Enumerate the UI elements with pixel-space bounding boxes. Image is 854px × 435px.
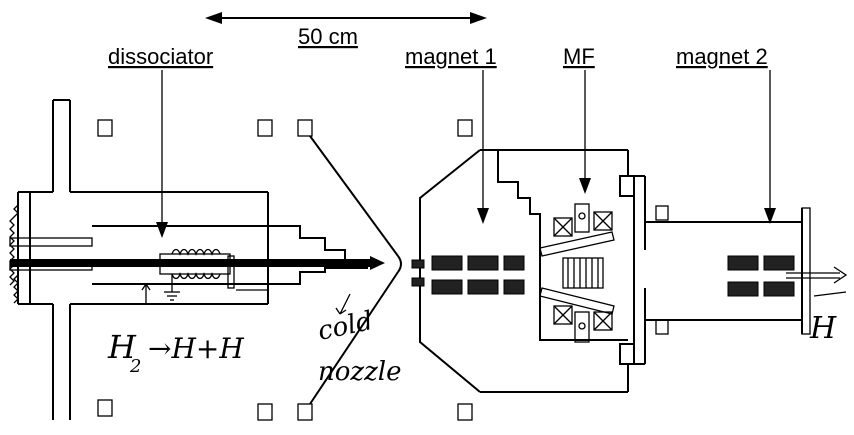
- nozzle-label-line2: nozzle: [318, 357, 402, 387]
- handwritten-annotations: H 2 →H+H cold nozzle H: [107, 282, 847, 387]
- beam-out-label: H: [809, 311, 837, 346]
- reaction-h2: H: [107, 328, 137, 366]
- magnet-chamber: [419, 119, 646, 421]
- rf-coil: [164, 248, 268, 301]
- magnet-1-blocks: [411, 255, 525, 295]
- magnet-2-blocks: [727, 255, 795, 297]
- reaction-subscript: 2: [129, 356, 141, 377]
- label-mf: MF: [563, 44, 595, 69]
- scale-bar: [205, 12, 487, 24]
- beam-exit-arrow: [786, 266, 848, 284]
- reaction-rest: →H+H: [148, 332, 244, 365]
- mf-cavity: [539, 203, 615, 343]
- flange-posts-left: [97, 119, 313, 421]
- discharge-tube: [10, 253, 385, 275]
- scale-label: 50 cm: [298, 24, 358, 49]
- cold-nozzle-cone: [309, 135, 402, 405]
- label-dissociator: dissociator: [108, 44, 213, 69]
- nozzle-label-line1: cold: [315, 306, 375, 347]
- label-arrows: [156, 70, 776, 238]
- label-magnet-1: magnet 1: [405, 44, 497, 69]
- magnet-2-chamber: [645, 205, 811, 335]
- label-magnet-2: magnet 2: [676, 44, 768, 69]
